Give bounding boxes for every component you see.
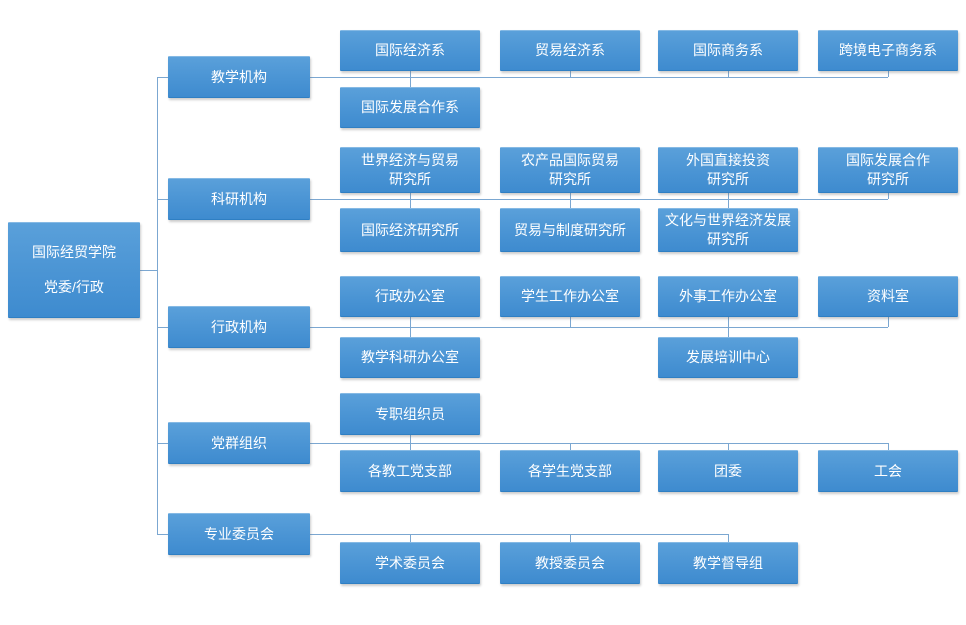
stub-r2t3 — [728, 193, 729, 199]
stub-r5b1 — [410, 534, 411, 542]
stub-r2b1 — [410, 199, 411, 208]
node-root: 国际经贸学院 党委/行政 — [8, 222, 140, 318]
stub-r2b3 — [728, 199, 729, 208]
stub-r4b1 — [410, 443, 411, 450]
stub-r2t4 — [888, 193, 889, 199]
stub-r4b4 — [888, 443, 889, 450]
branch-teaching: 教学机构 — [168, 56, 310, 98]
node-agri-intl-trade-institute: 农产品国际贸易 研究所 — [500, 147, 640, 193]
bus-admin — [157, 327, 888, 328]
node-admin-office: 行政办公室 — [340, 276, 480, 317]
node-intl-dev-cooperation-institute: 国际发展合作 研究所 — [818, 147, 958, 193]
node-student-party-branches: 各学生党支部 — [500, 450, 640, 492]
stub-r4b3 — [728, 443, 729, 450]
stub-r2t2 — [570, 193, 571, 199]
node-faculty-party-branches: 各教工党支部 — [340, 450, 480, 492]
node-youth-league: 团委 — [658, 450, 798, 492]
bus-committees — [157, 534, 728, 535]
node-professors-committee: 教授委员会 — [500, 542, 640, 584]
stub-r5b3 — [728, 534, 729, 542]
branch-admin: 行政机构 — [168, 306, 310, 348]
node-trade-economics-dept: 贸易经济系 — [500, 30, 640, 71]
node-cross-border-ecommerce-dept: 跨境电子商务系 — [818, 30, 958, 71]
stub-r3t1 — [410, 317, 411, 327]
node-labor-union: 工会 — [818, 450, 958, 492]
bus-research — [157, 199, 888, 200]
stub-r3b1 — [410, 327, 411, 337]
stub-r1t3 — [728, 71, 729, 77]
stub-r3b2 — [728, 327, 729, 337]
node-intl-business-dept: 国际商务系 — [658, 30, 798, 71]
root-connector — [140, 270, 158, 271]
stub-r3t3 — [728, 317, 729, 327]
node-culture-world-economy-institute: 文化与世界经济发展 研究所 — [658, 208, 798, 252]
trunk-line — [157, 77, 158, 535]
node-teaching-supervision-group: 教学督导组 — [658, 542, 798, 584]
node-intl-dev-cooperation-dept: 国际发展合作系 — [340, 87, 480, 128]
node-student-affairs-office: 学生工作办公室 — [500, 276, 640, 317]
node-full-time-organizer: 专职组织员 — [340, 393, 480, 435]
node-intl-economics-institute: 国际经济研究所 — [340, 208, 480, 252]
node-teaching-research-office: 教学科研办公室 — [340, 337, 480, 378]
node-world-economy-trade-institute: 世界经济与贸易 研究所 — [340, 147, 480, 193]
bus-teaching — [157, 77, 888, 78]
node-development-training-center: 发展培训中心 — [658, 337, 798, 378]
node-trade-institutions-institute: 贸易与制度研究所 — [500, 208, 640, 252]
stub-r4b2 — [570, 443, 571, 450]
node-intl-economics-dept: 国际经济系 — [340, 30, 480, 71]
bus-party — [157, 443, 888, 444]
branch-party: 党群组织 — [168, 422, 310, 464]
stub-r1b1 — [410, 77, 411, 87]
stub-r3t4 — [888, 317, 889, 327]
stub-r1t4 — [888, 71, 889, 77]
stub-r1t2 — [570, 71, 571, 77]
node-foreign-affairs-office: 外事工作办公室 — [658, 276, 798, 317]
stub-r2t1 — [410, 193, 411, 199]
stub-r2b2 — [570, 199, 571, 208]
node-fdi-institute: 外国直接投资 研究所 — [658, 147, 798, 193]
branch-research: 科研机构 — [168, 178, 310, 220]
stub-r5b2 — [570, 534, 571, 542]
stub-r3t2 — [570, 317, 571, 327]
node-reference-room: 资料室 — [818, 276, 958, 317]
stub-r1t1 — [410, 71, 411, 77]
node-academic-committee: 学术委员会 — [340, 542, 480, 584]
stub-r4t1 — [410, 435, 411, 443]
branch-committees: 专业委员会 — [168, 513, 310, 555]
